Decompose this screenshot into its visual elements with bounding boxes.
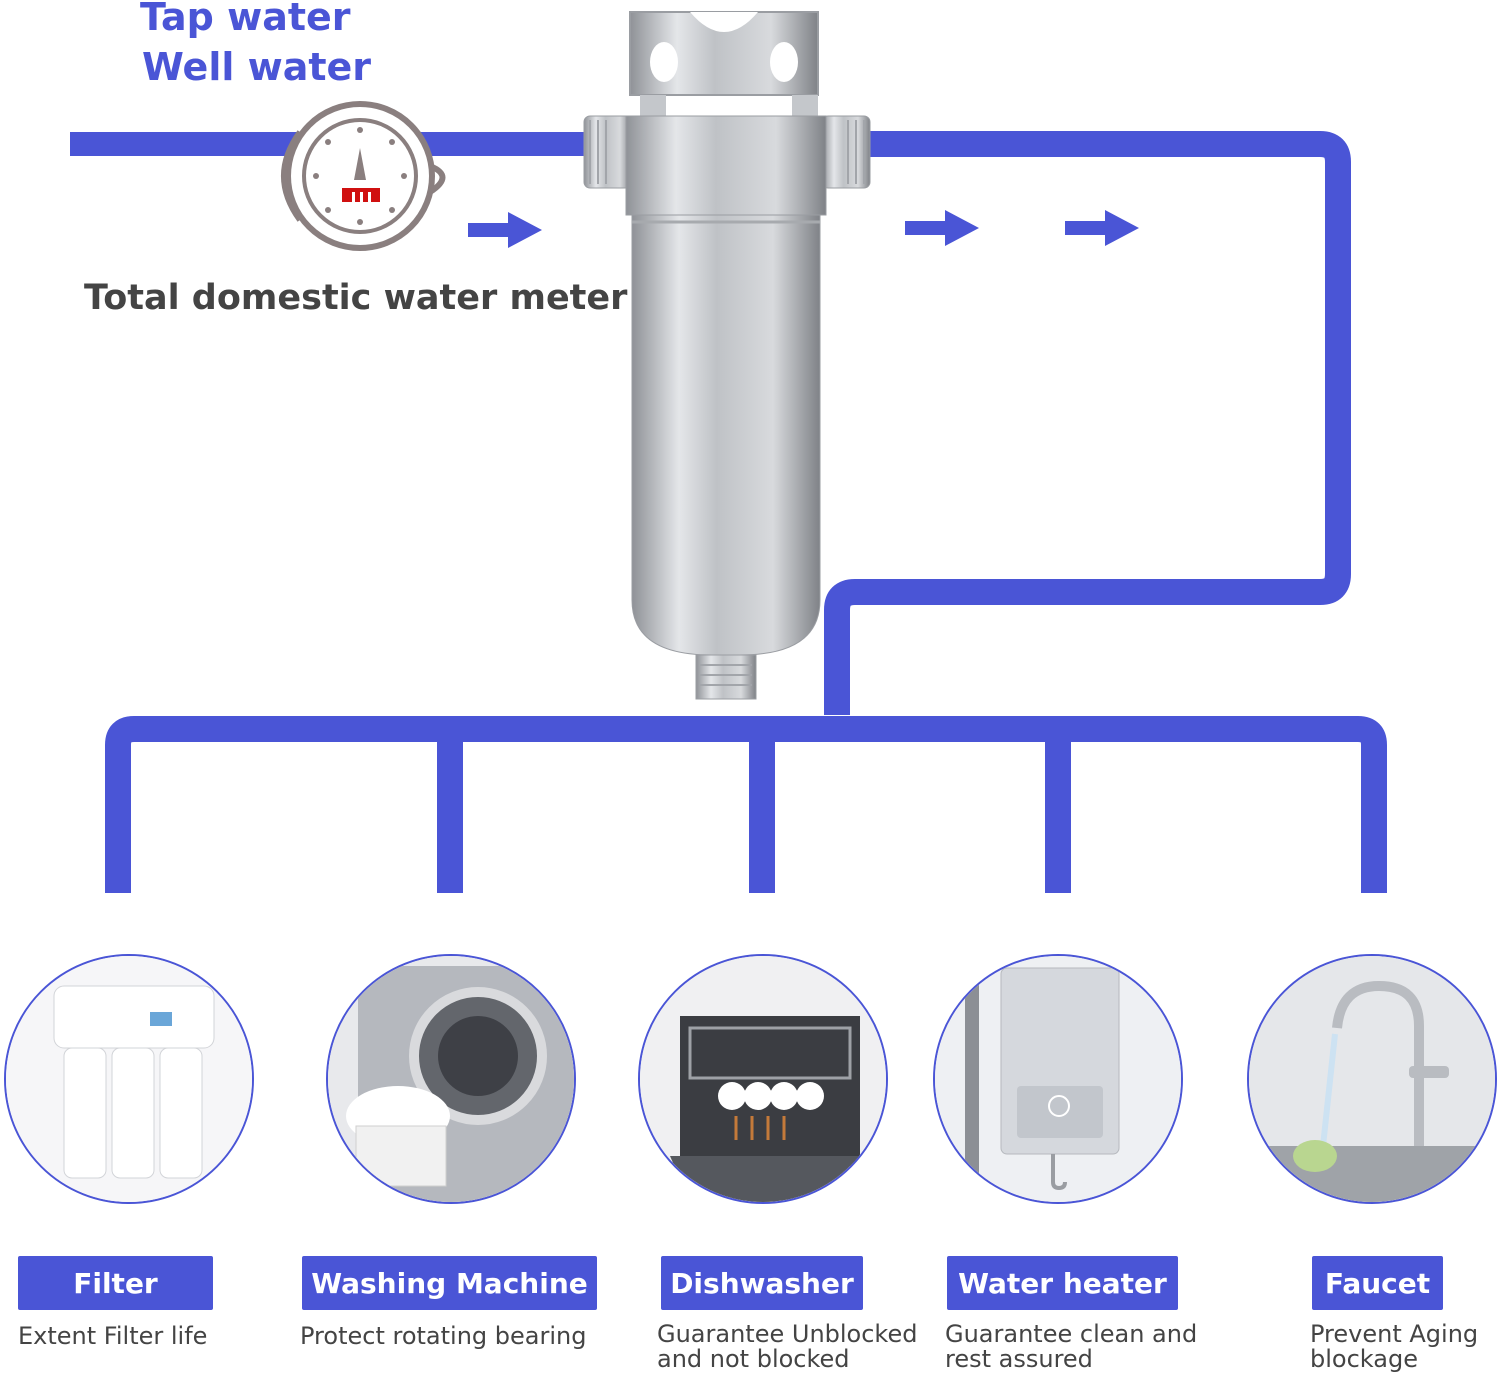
faucet-icon (1249, 956, 1495, 1202)
ro-filter-icon (6, 956, 252, 1202)
stainless-filter-housing (583, 11, 871, 700)
water-heater-icon (935, 956, 1181, 1202)
appliance-desc-washing-machine: Protect rotating bearing (300, 1322, 587, 1350)
appliance-desc-water-heater: Guarantee clean and rest assured (945, 1320, 1198, 1373)
faucet-image (1247, 954, 1497, 1204)
appliance-badge-dishwasher: Dishwasher (661, 1256, 863, 1310)
appliance-badge-washing-machine: Washing Machine (302, 1256, 597, 1310)
distribution-pipe (105, 716, 1387, 893)
washing-machine-image (326, 954, 576, 1204)
flow-arrows (468, 210, 1139, 248)
appliance-badge-faucet: Faucet (1312, 1256, 1443, 1310)
appliance-desc-filter: Extent Filter life (18, 1322, 208, 1350)
arrow-right-icon (905, 210, 979, 246)
water-meter-label: Total domestic water meter (84, 278, 628, 318)
appliance-desc-faucet: Prevent Aging blockage (1310, 1320, 1479, 1373)
filter-image (4, 954, 254, 1204)
source-tap-water: Tap water (140, 0, 351, 39)
water-meter-icon (281, 101, 446, 251)
dishwasher-image (638, 954, 888, 1204)
arrow-right-icon (468, 212, 542, 248)
appliance-badge-water-heater: Water heater (947, 1256, 1178, 1310)
appliance-desc-dishwasher: Guarantee Unblocked and not blocked (657, 1320, 918, 1373)
washing-machine-icon (328, 956, 574, 1202)
dishwasher-icon (640, 956, 886, 1202)
source-well-water: Well water (142, 45, 372, 89)
outlet-pipe (824, 131, 1351, 715)
appliance-badge-filter: Filter (18, 1256, 213, 1310)
water-heater-image (933, 954, 1183, 1204)
arrow-right-icon (1065, 210, 1139, 246)
